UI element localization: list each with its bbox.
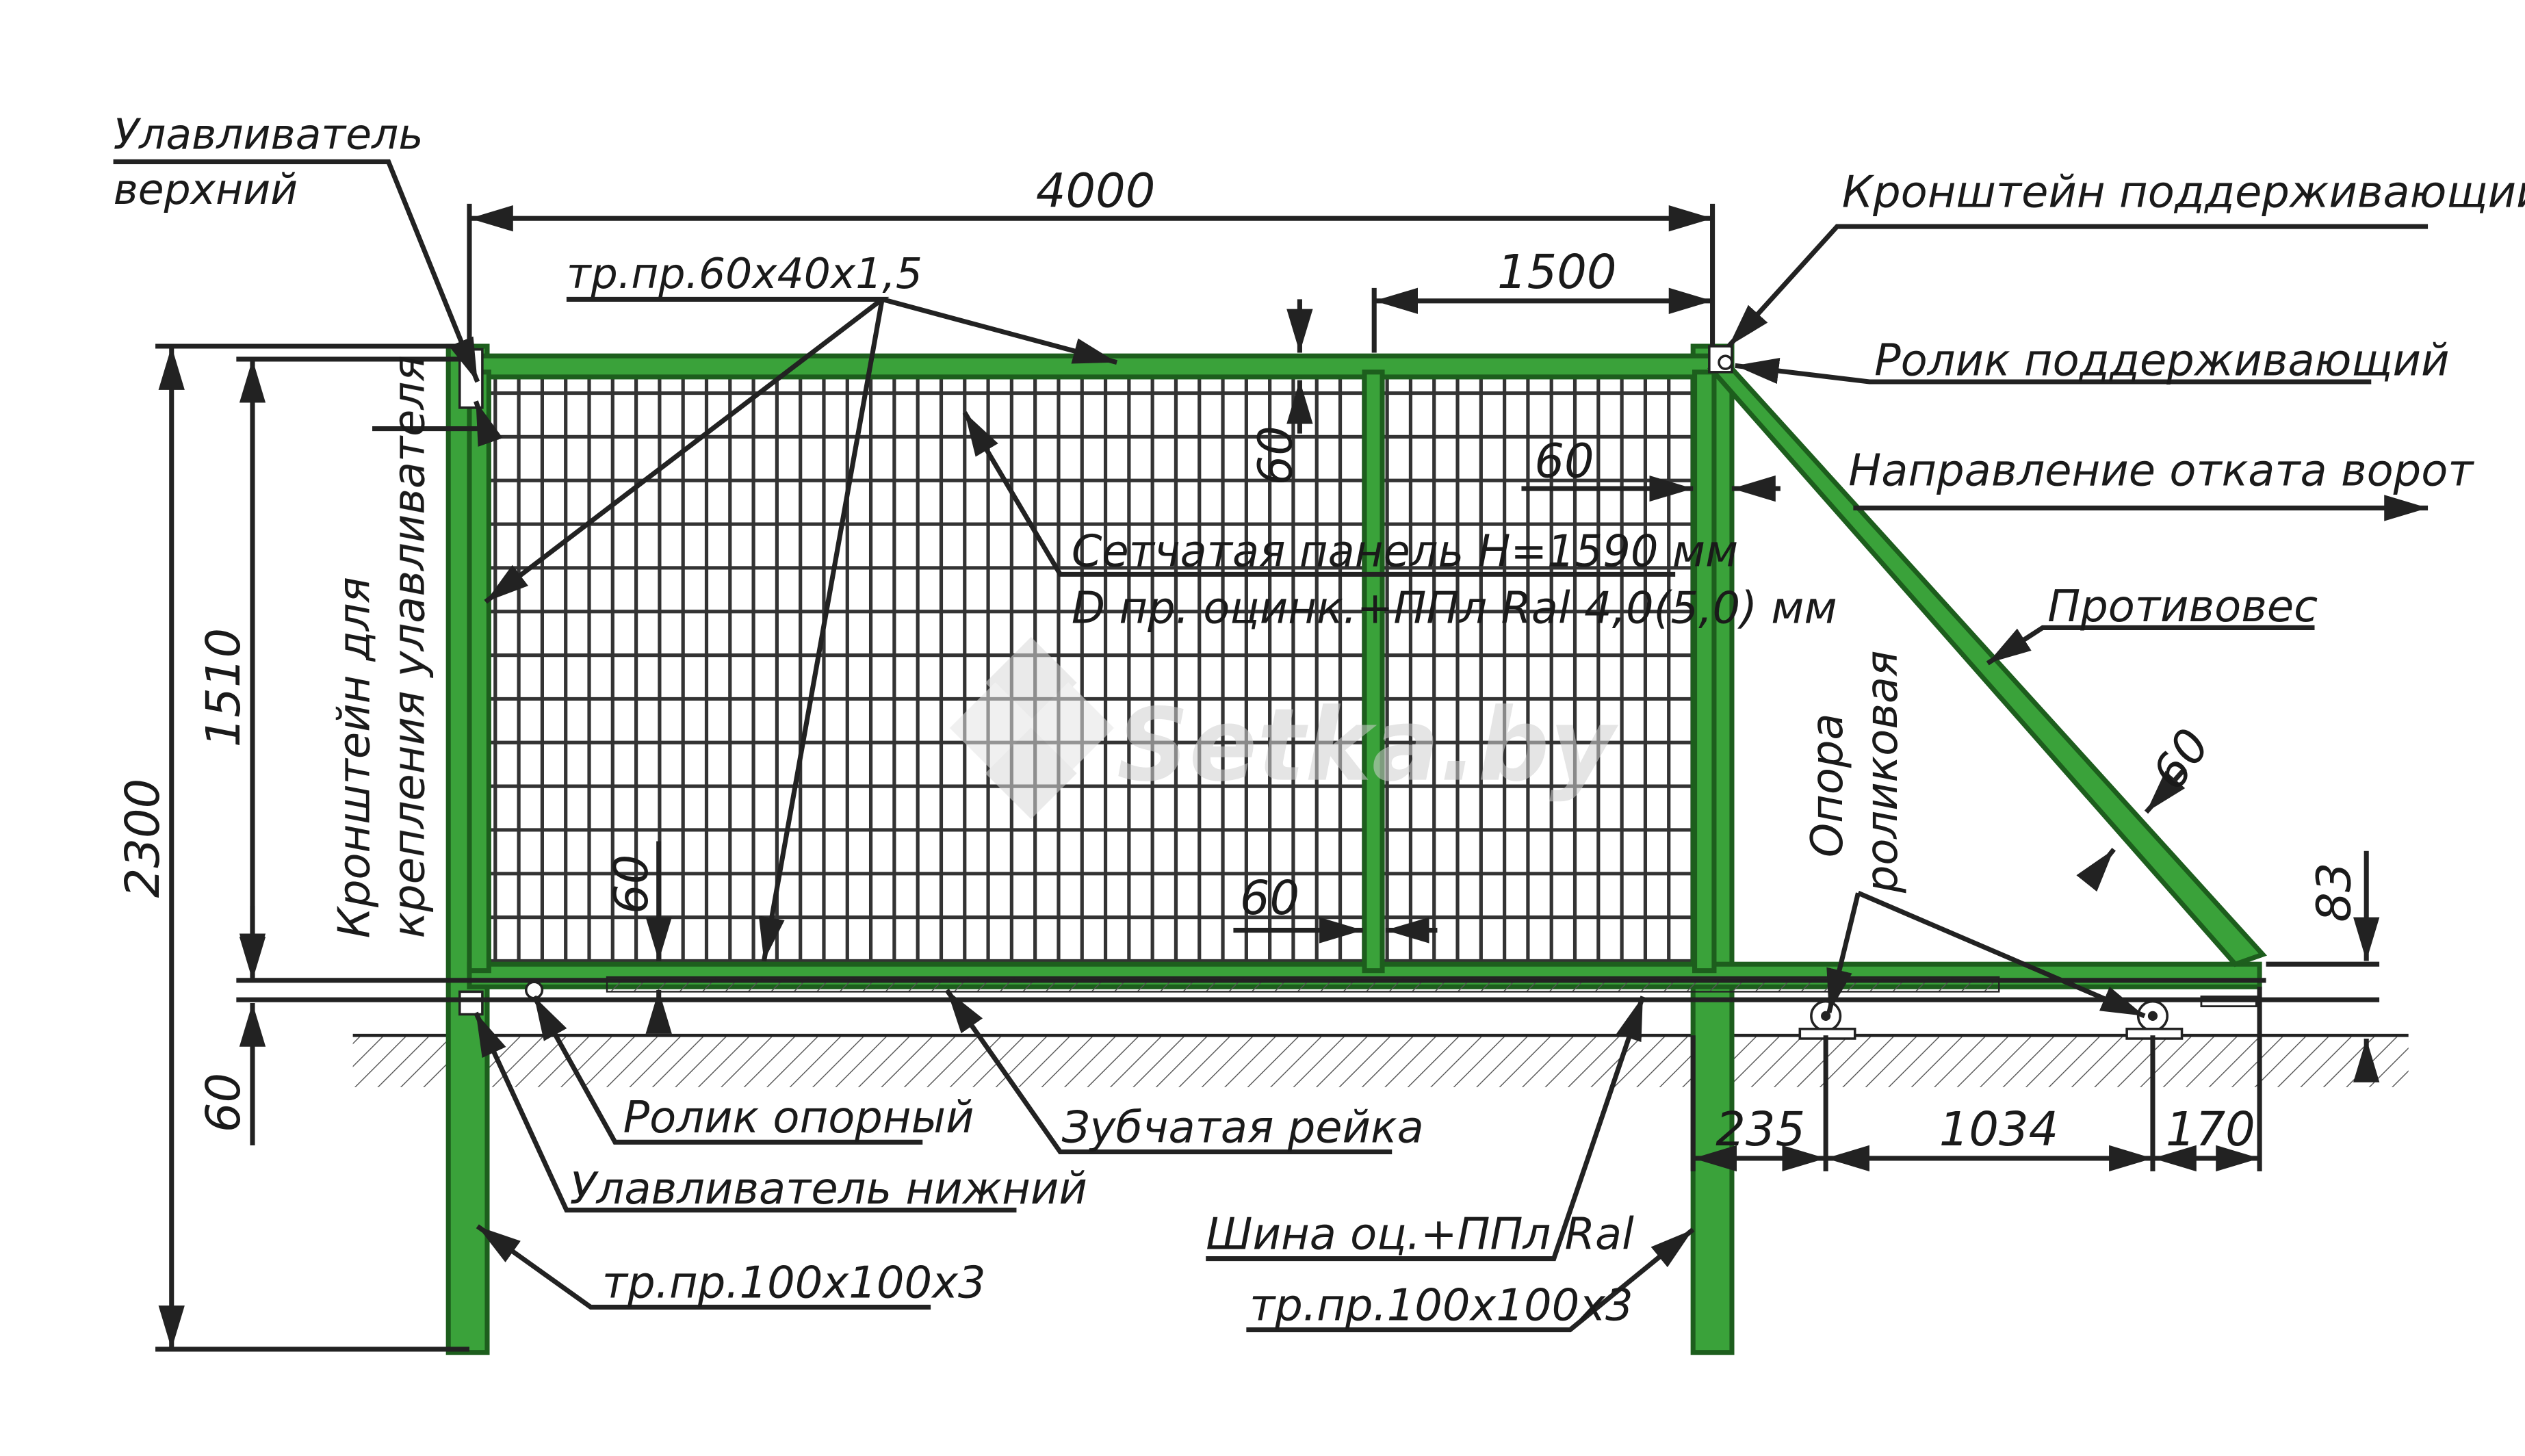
dim-total-height: 2300 xyxy=(116,779,170,898)
counterweight-label: Противовес xyxy=(2047,582,2318,632)
mesh-panel-label-1: Сетчатая панель H=1590 мм xyxy=(1072,527,1738,577)
frame-profile-label: тр.пр.60х40х1,5 xyxy=(567,250,922,298)
dim-rail-height: 83 xyxy=(2307,862,2362,922)
dim-counterweight-bar: 60 xyxy=(2142,719,2221,799)
catcher-top-label-1: Улавливатель xyxy=(114,111,424,159)
bearing-roller-label: Ролик опорный xyxy=(623,1093,974,1143)
post-profile-left-label: тр.пр.100х100х3 xyxy=(602,1258,986,1308)
dim-section-width: 1500 xyxy=(1497,245,1617,300)
post-profile-right-label: тр.пр.100х100х3 xyxy=(1249,1280,1633,1331)
leader-lines xyxy=(113,159,2429,1333)
dim-170: 170 xyxy=(2166,1102,2255,1157)
dim-mid-post: 60 xyxy=(1534,434,1594,489)
support-roller xyxy=(1718,354,1733,370)
rail-label: Шина оц.+ППл Ral xyxy=(1206,1209,1634,1260)
dimension-values: 4000 1500 60 60 60 60 60 1510 2300 60 83… xyxy=(116,164,2362,1157)
roller-carriage-2 xyxy=(2125,1000,2184,1040)
bottom-catcher xyxy=(458,990,484,1016)
catcher-bottom-label: Улавливатель нижний xyxy=(570,1164,1087,1214)
labels: Улавливатель верхний тр.пр.60х40х1,5 Кро… xyxy=(114,111,2525,1331)
dim-top-rail: 60 xyxy=(1249,426,1304,485)
support-roller-label: Ролик поддерживающий xyxy=(1874,336,2449,387)
roll-direction-label: Направление отката ворот xyxy=(1848,445,2474,496)
support-bracket-label: Кронштейн поддерживающий xyxy=(1842,168,2525,218)
roller-carriage-label-2: роликовая xyxy=(1857,651,1908,894)
mesh-panel-label-2: D пр. оцинк.+ППл Ral 4,0(5,0) мм xyxy=(1072,583,1837,634)
dimension-lines xyxy=(155,203,2429,1352)
roller-carriage-1 xyxy=(1798,1000,1856,1040)
bracket-catcher-label-2: крепления улавливателя xyxy=(385,355,435,938)
dim-ground-gap: 60 xyxy=(196,1073,251,1132)
gate-leaf-left xyxy=(467,369,491,974)
ground xyxy=(352,1033,2409,1087)
watermark: Setka.by xyxy=(949,636,1618,820)
dim-235: 235 xyxy=(1715,1102,1805,1157)
dim-bottom-mid: 60 xyxy=(1240,871,1299,926)
gear-rack-label: Зубчатая рейка xyxy=(1062,1102,1424,1153)
bearing-roller xyxy=(524,980,544,1000)
roller-carriage-label-1: Опора xyxy=(1802,713,1853,857)
top-rail xyxy=(463,353,1715,380)
dim-bottom-rail: 60 xyxy=(604,855,659,914)
middle-post xyxy=(1362,369,1385,974)
mesh-panel xyxy=(489,376,1695,965)
watermark-text: Setka.by xyxy=(1117,687,1618,804)
catcher-top-label-2: верхний xyxy=(114,166,298,214)
dim-1034: 1034 xyxy=(1939,1102,2059,1157)
bracket-catcher-label-1: Кронштейн для xyxy=(329,577,380,938)
dim-total-width: 4000 xyxy=(1036,164,1156,219)
gate-leaf-right xyxy=(1692,369,1717,974)
dim-panel-height: 1510 xyxy=(196,628,251,747)
